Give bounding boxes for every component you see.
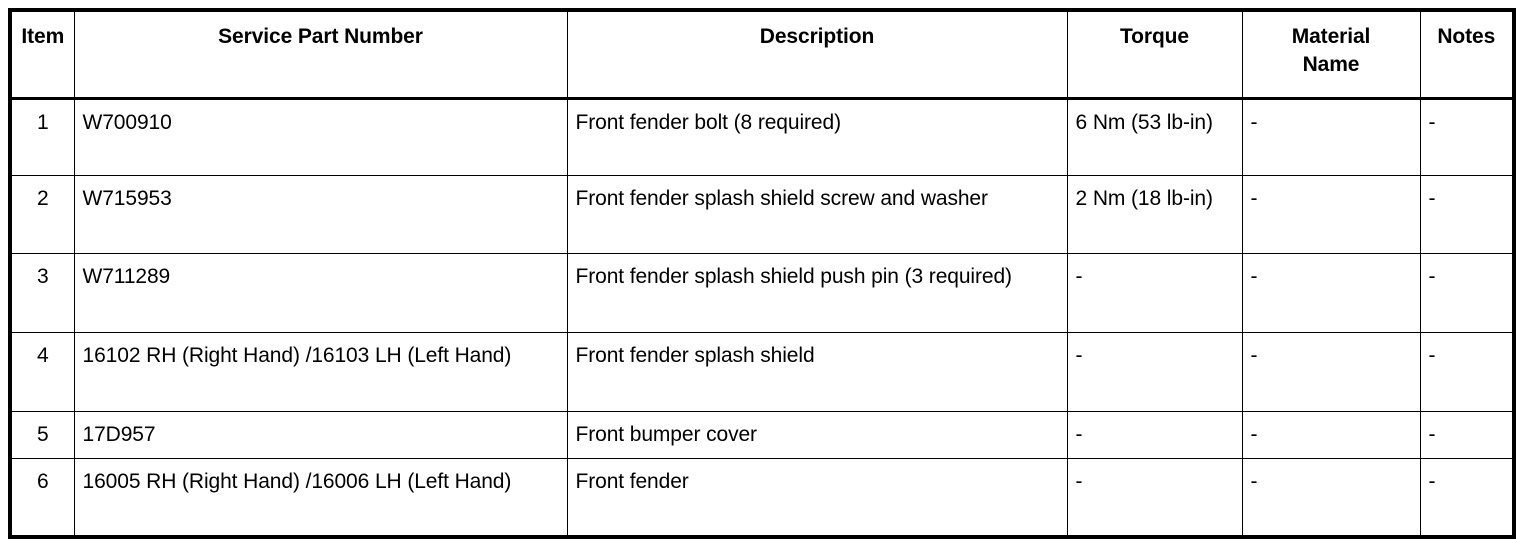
table-row: 1 W700910 Front fender bolt (8 required)… xyxy=(9,98,1515,176)
cell-description: Front fender splash shield screw and was… xyxy=(566,175,1068,254)
column-header-material-name-line1: Material xyxy=(1291,25,1371,48)
cell-service-part-number: 16102 RH (Right Hand) /16103 LH (Left Ha… xyxy=(73,332,568,412)
cell-material-name: - xyxy=(1241,458,1421,538)
cell-service-part-number: W715953 xyxy=(73,175,568,254)
cell-material-name: - xyxy=(1241,253,1421,333)
cell-description: Front fender xyxy=(566,458,1068,538)
cell-torque: - xyxy=(1066,411,1243,459)
service-parts-table: Item Service Part Number Description Tor… xyxy=(8,8,1516,539)
parts-table-container: Item Service Part Number Description Tor… xyxy=(8,8,1516,539)
cell-item: 6 xyxy=(9,458,75,538)
cell-notes: - xyxy=(1419,175,1515,254)
column-header-notes: Notes xyxy=(1419,9,1515,100)
table-header: Item Service Part Number Description Tor… xyxy=(9,9,1515,100)
cell-notes: - xyxy=(1419,411,1515,459)
table-row: 6 16005 RH (Right Hand) /16006 LH (Left … xyxy=(9,458,1515,538)
column-header-service-part-number: Service Part Number xyxy=(73,9,568,100)
cell-item: 2 xyxy=(9,175,75,254)
cell-service-part-number: W700910 xyxy=(73,98,568,176)
column-header-description: Description xyxy=(566,9,1068,100)
table-body: 1 W700910 Front fender bolt (8 required)… xyxy=(9,98,1515,538)
column-header-material-name: Material Name xyxy=(1241,9,1421,100)
cell-material-name: - xyxy=(1241,98,1421,176)
column-header-torque: Torque xyxy=(1066,9,1243,100)
cell-material-name: - xyxy=(1241,411,1421,459)
cell-service-part-number: 17D957 xyxy=(73,411,568,459)
cell-torque: 6 Nm (53 lb-in) xyxy=(1066,98,1243,176)
cell-description: Front fender splash shield xyxy=(566,332,1068,412)
cell-material-name: - xyxy=(1241,332,1421,412)
cell-item: 5 xyxy=(9,411,75,459)
column-header-item: Item xyxy=(9,9,75,100)
cell-description: Front fender bolt (8 required) xyxy=(566,98,1068,176)
cell-torque: - xyxy=(1066,332,1243,412)
cell-item: 3 xyxy=(9,253,75,333)
cell-item: 1 xyxy=(9,98,75,176)
cell-notes: - xyxy=(1419,458,1515,538)
cell-material-name: - xyxy=(1241,175,1421,254)
cell-item: 4 xyxy=(9,332,75,412)
cell-notes: - xyxy=(1419,98,1515,176)
cell-service-part-number: 16005 RH (Right Hand) /16006 LH (Left Ha… xyxy=(73,458,568,538)
table-row: 3 W711289 Front fender splash shield pus… xyxy=(9,253,1515,333)
table-row: 2 W715953 Front fender splash shield scr… xyxy=(9,175,1515,254)
cell-torque: - xyxy=(1066,458,1243,538)
table-row: 5 17D957 Front bumper cover - - - xyxy=(9,411,1515,459)
cell-notes: - xyxy=(1419,332,1515,412)
header-row: Item Service Part Number Description Tor… xyxy=(9,9,1515,100)
cell-torque: - xyxy=(1066,253,1243,333)
cell-notes: - xyxy=(1419,253,1515,333)
cell-description: Front bumper cover xyxy=(566,411,1068,459)
cell-torque: 2 Nm (18 lb-in) xyxy=(1066,175,1243,254)
cell-description: Front fender splash shield push pin (3 r… xyxy=(566,253,1068,333)
column-header-material-name-line2: Name xyxy=(1302,52,1360,76)
cell-service-part-number: W711289 xyxy=(73,253,568,333)
table-row: 4 16102 RH (Right Hand) /16103 LH (Left … xyxy=(9,332,1515,412)
